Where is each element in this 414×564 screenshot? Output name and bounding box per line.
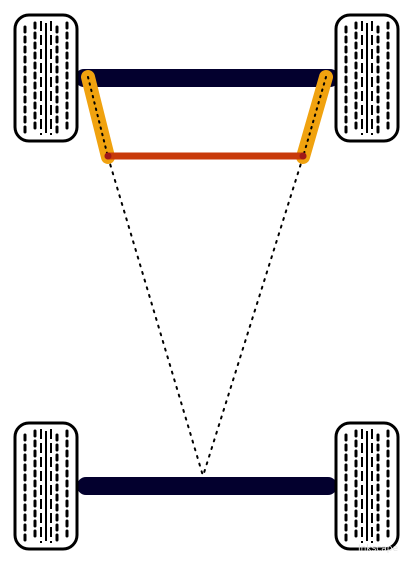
front-left-wheel [13,13,79,143]
right-tie-rod-joint [299,152,307,160]
left-tie-rod-joint [104,152,112,160]
watermark-text: Inkscape [358,544,398,554]
rear-right-wheel [334,421,400,551]
right-ackermann-line [202,156,304,477]
left-arm-centerline [87,76,109,158]
rear-left-wheel [13,421,79,551]
right-arm-centerline [302,76,327,158]
left-ackermann-line [107,156,204,477]
wheels [13,13,400,551]
front-right-wheel [334,13,400,143]
